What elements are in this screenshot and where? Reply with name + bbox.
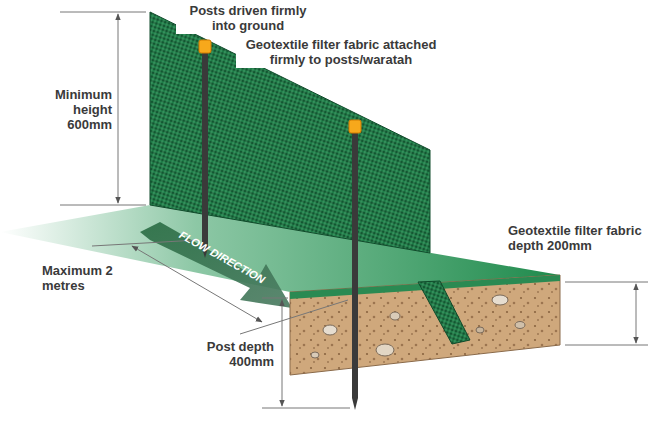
soil-cross-section bbox=[290, 275, 560, 375]
post bbox=[349, 120, 361, 410]
callout-label: Geotextile filter fabric attached firmly… bbox=[236, 36, 446, 68]
dimension-label: Geotextile filter fabric depth 200mm bbox=[506, 222, 656, 254]
dimension-label: Minimum height 600mm bbox=[26, 86, 114, 133]
dimension-label: Maximum 2 metres bbox=[40, 262, 126, 294]
dimension-label: Post depth 400mm bbox=[190, 338, 276, 370]
callout-label: Posts driven firmly into ground bbox=[176, 2, 320, 34]
post bbox=[199, 40, 211, 258]
depth-dimension bbox=[565, 282, 648, 345]
